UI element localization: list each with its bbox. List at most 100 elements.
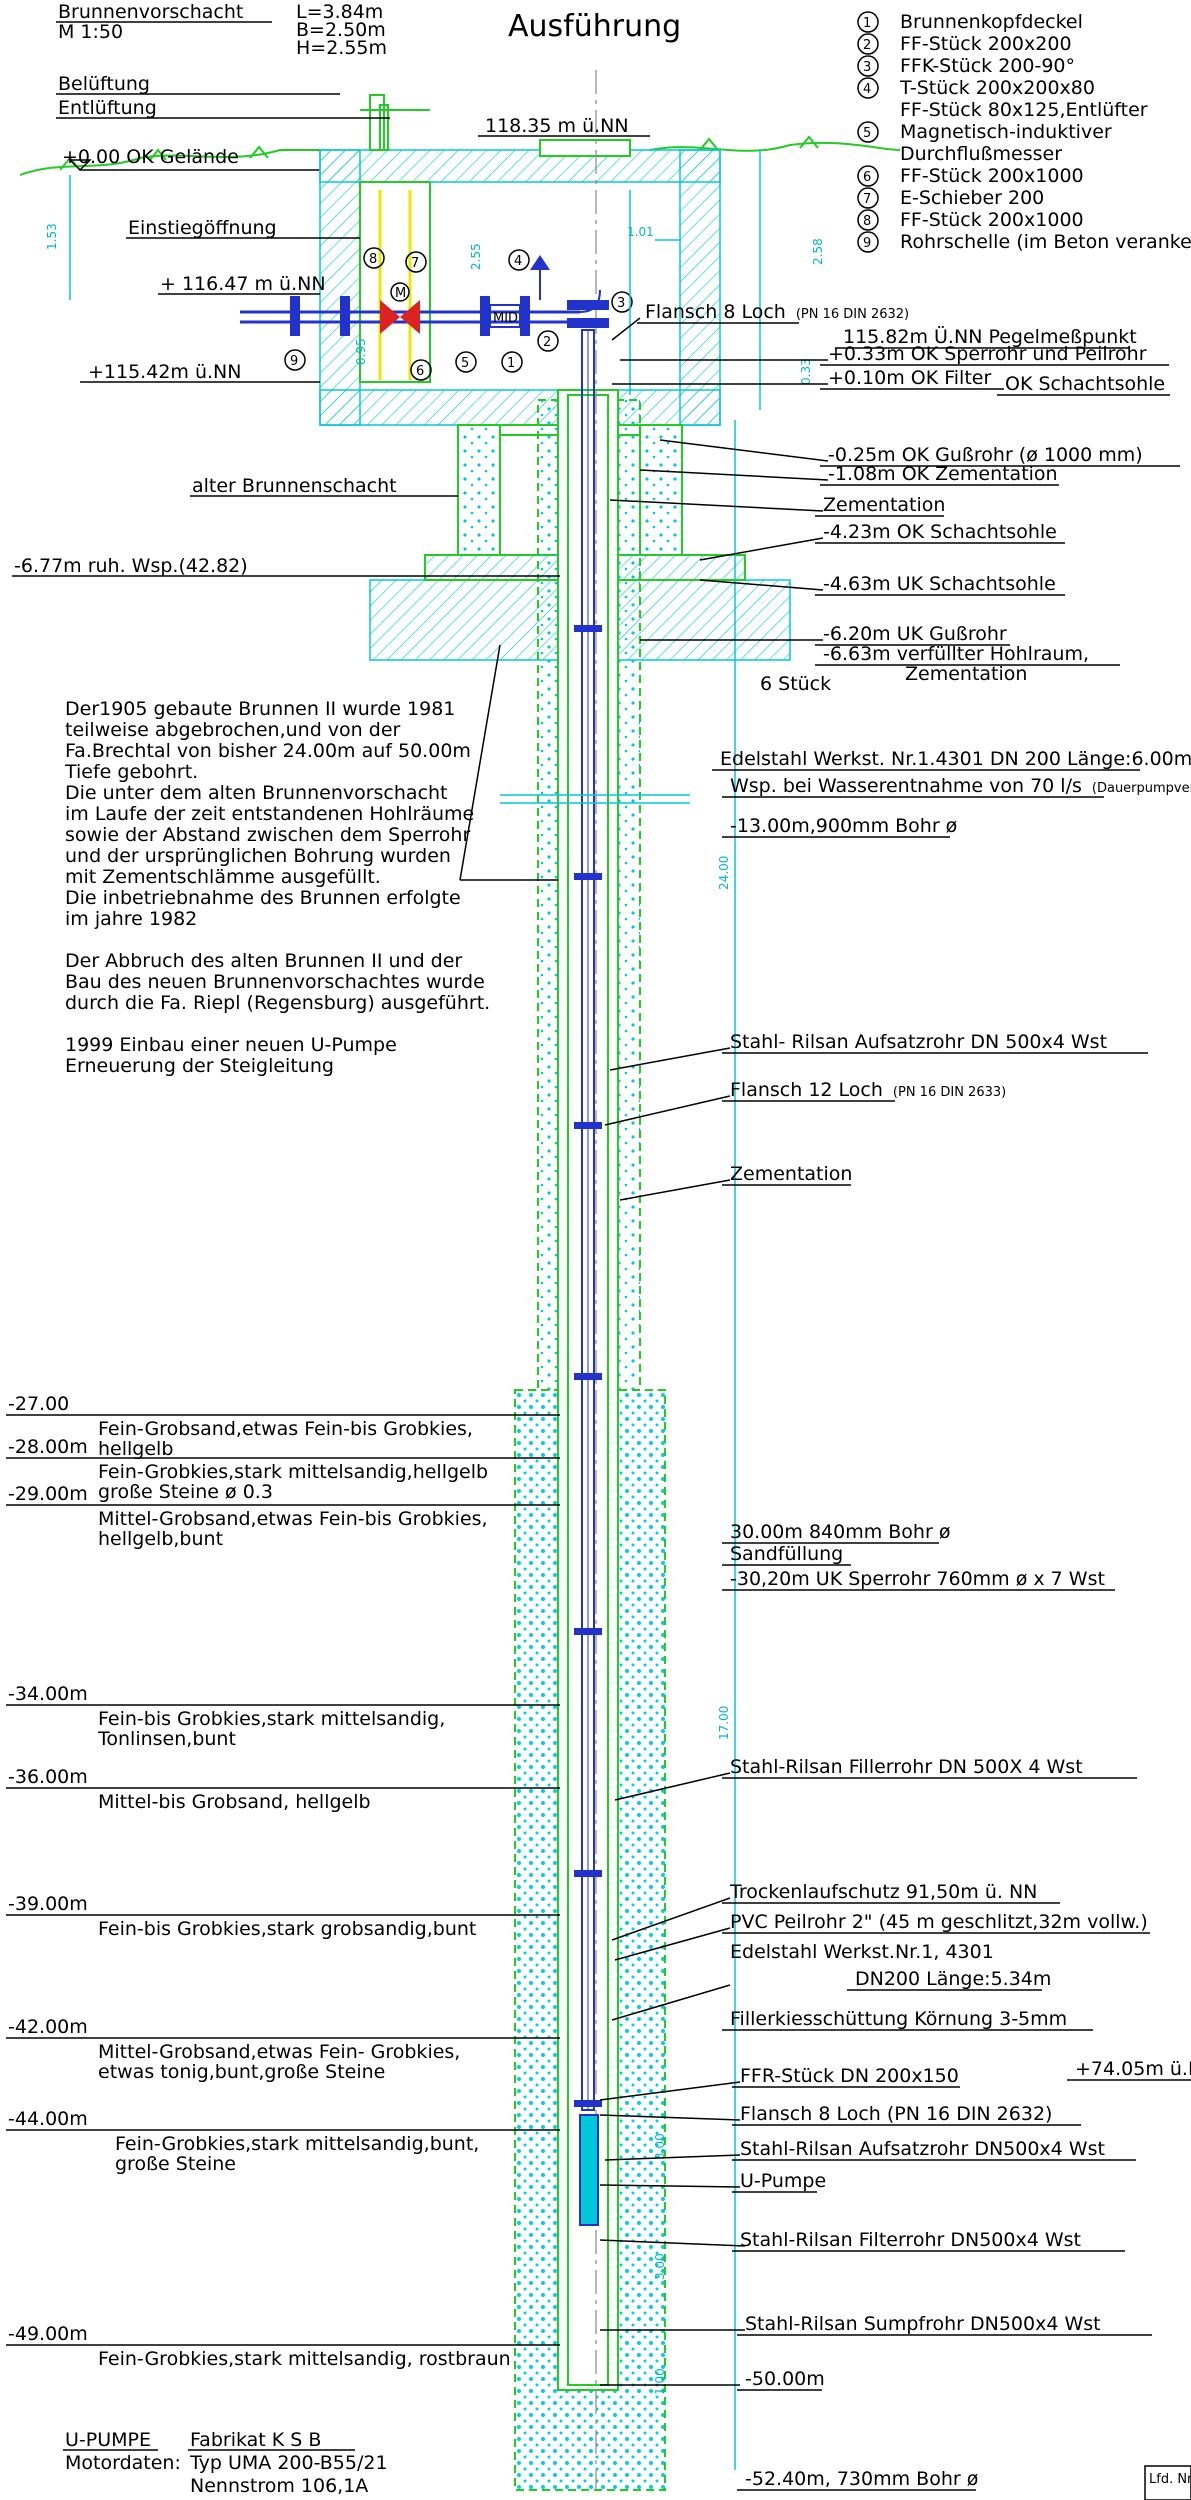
pump-fabrikat: Fabrikat K S B (190, 2429, 321, 2451)
right-label: -6.20m UK Gußrohr (823, 623, 1007, 645)
note-line: durch die Fa. Riepl (Regensburg) ausgefü… (65, 992, 490, 1014)
right-label: Wsp. bei Wasserentnahme von 70 l/s (730, 775, 1082, 797)
belueftung-label: Belüftung (58, 73, 150, 95)
svg-text:7: 7 (411, 256, 419, 271)
legend-marker (857, 55, 879, 77)
right-label: +0.33m OK Sperrohr und Peilrohr (828, 343, 1147, 365)
right-label-note: (PN 16 DIN 2632) (796, 307, 909, 322)
note-line: mit Zementschlämme ausgefüllt. (65, 866, 381, 888)
note-line: teilweise abgebrochen,und von der (65, 719, 401, 741)
pump-motor-label: Motordaten: (65, 2452, 181, 2474)
right-label: Zementation (823, 494, 945, 516)
right-label: Stahl-Rilsan Fillerrohr DN 500X 4 Wst (730, 1756, 1083, 1778)
legend-marker (857, 121, 879, 143)
right-label: DN200 Länge:5.34m (855, 1968, 1051, 1990)
right-label-note: (PN 16 DIN 2633) (893, 1085, 1006, 1100)
dimension-label: 0.33 (799, 358, 813, 385)
note-line: Die unter dem alten Brunnenvorschacht (65, 782, 448, 804)
strata-depth: -28.00m (8, 1436, 88, 1458)
note-line: im jahre 1982 (65, 908, 197, 930)
svg-text:6: 6 (416, 364, 424, 379)
right-label: U-Pumpe (740, 2170, 826, 2192)
entlueftung-label: Entlüftung (58, 97, 157, 119)
legend-number: 6 (863, 170, 871, 185)
strata-description: etwas tonig,bunt,große Steine (98, 2061, 385, 2083)
strata-depth: -36.00m (8, 1766, 88, 1788)
right-label: Stahl- Rilsan Aufsatzrohr DN 500x4 Wst (730, 1031, 1107, 1053)
leader-line (659, 439, 829, 462)
right-label-note: (Dauerpumpvers.) (1092, 781, 1191, 796)
strata-description: Mittel-Grobsand,etwas Fein-bis Grobkies, (98, 1508, 488, 1530)
dimension-label: 3.00 (653, 2253, 667, 2280)
legend-item: Brunnenkopfdeckel (900, 11, 1083, 33)
header-dim-b: B=2.50m (296, 19, 386, 41)
legend-item: FFK-Stück 200-90° (900, 55, 1075, 77)
strata-description: Mittel-bis Grobsand, hellgelb (98, 1791, 371, 1813)
strata-description: Mittel-Grobsand,etwas Fein- Grobkies, (98, 2041, 460, 2063)
leader-line (639, 469, 829, 481)
pump-nennstrom: Nennstrom 106,1A (190, 2475, 368, 2497)
pump-typ: Typ UMA 200-B55/21 (189, 2452, 388, 2474)
strata-depth: -29.00m (8, 1483, 88, 1505)
legend-number: 2 (863, 38, 871, 53)
terrain: +0.00 OK Gelände (19, 135, 901, 176)
strata-description: Fein-Grobkies,stark mittelsandig, rostbr… (98, 2348, 511, 2370)
header-dim-h: H=2.55m (296, 37, 387, 59)
strata-description: Fein-Grobkies,stark mittelsandig,bunt, (115, 2133, 479, 2155)
leader-line (604, 2154, 741, 2161)
right-label: PVC Peilrohr 2" (45 m geschlitzt,32m vol… (730, 1911, 1148, 1933)
leader-line (599, 2239, 746, 2247)
corner-label: Lfd. Nr (1149, 2472, 1191, 2487)
leader-line (614, 1772, 731, 1801)
leader-line (619, 1179, 731, 1201)
legend-number: 5 (863, 126, 871, 141)
strata-description: hellgelb (98, 1438, 173, 1460)
pipe-level-label: + 116.47 m ü.NN (160, 273, 326, 295)
svg-text:2: 2 (543, 335, 551, 350)
mid-label: MID (493, 311, 518, 326)
right-label: -52.40m, 730mm Bohr ø (745, 2468, 978, 2490)
legend-marker (857, 165, 879, 187)
legend-item: FF-Stück 200x1000 (900, 209, 1084, 231)
legend-item: FF-Stück 200x200 (900, 33, 1072, 55)
legend-item: T-Stück 200x200x80 (899, 77, 1095, 99)
pump-data: U-PUMPE Fabrikat K S B Motordaten: Typ U… (63, 2429, 388, 2497)
right-label: Flansch 12 Loch (730, 1079, 883, 1101)
note-line: Der Abbruch des alten Brunnen II und der (65, 950, 462, 972)
top-level-label: 118.35 m ü.NN (485, 115, 629, 137)
svg-text:3: 3 (617, 296, 625, 311)
strata-depth: -44.00m (8, 2108, 88, 2130)
right-label: Zementation (905, 663, 1027, 685)
right-label: +74.05m ü.NN (1075, 2058, 1191, 2080)
m-label: M (395, 286, 406, 301)
strata-description: Fein-Grobsand,etwas Fein-bis Grobkies, (98, 1418, 473, 1440)
einstieg-label: Einstiegöffnung (128, 217, 277, 239)
right-label: -4.63m UK Schachtsohle (823, 573, 1056, 595)
right-labels: Flansch 8 Loch(PN 16 DIN 2632)115.82m Ü.… (599, 301, 1191, 2491)
leader-line (599, 2081, 741, 2101)
shaft-labels: Belüftung Entlüftung 118.35 m ü.NN Einst… (12, 73, 650, 577)
note-line: Erneuerung der Steigleitung (65, 1055, 334, 1077)
right-label: Stahl-Rilsan Aufsatzrohr DN500x4 Wst (740, 2138, 1105, 2160)
dimension-label: 3.00 (653, 2133, 667, 2160)
strata-description: Fein-Grobkies,stark mittelsandig,hellgel… (98, 1461, 488, 1483)
callouts: 8 7 4 3 2 1 5 6 9 (284, 247, 633, 381)
legend-marker (857, 77, 879, 99)
right-label: Sandfüllung (730, 1543, 843, 1565)
strata-description: hellgelb,bunt (98, 1528, 223, 1550)
note-line: Tiefe gebohrt. (64, 761, 198, 783)
dimension-label: 0.95 (354, 338, 368, 365)
note-line: Die inbetriebnahme des Brunnen erfolgte (65, 887, 461, 909)
leader-line (604, 1095, 731, 1126)
legend-number: 1 (863, 16, 871, 31)
note-line: Bau des neuen Brunnenvorschachtes wurde (65, 971, 485, 993)
leader-line (611, 317, 641, 341)
dimension-label: 1.53 (45, 223, 59, 250)
strata-depth: -39.00m (8, 1893, 88, 1915)
dimension-label: 17.00 (717, 1706, 731, 1740)
leader-line (614, 1927, 731, 1961)
leader-line (599, 2184, 741, 2188)
